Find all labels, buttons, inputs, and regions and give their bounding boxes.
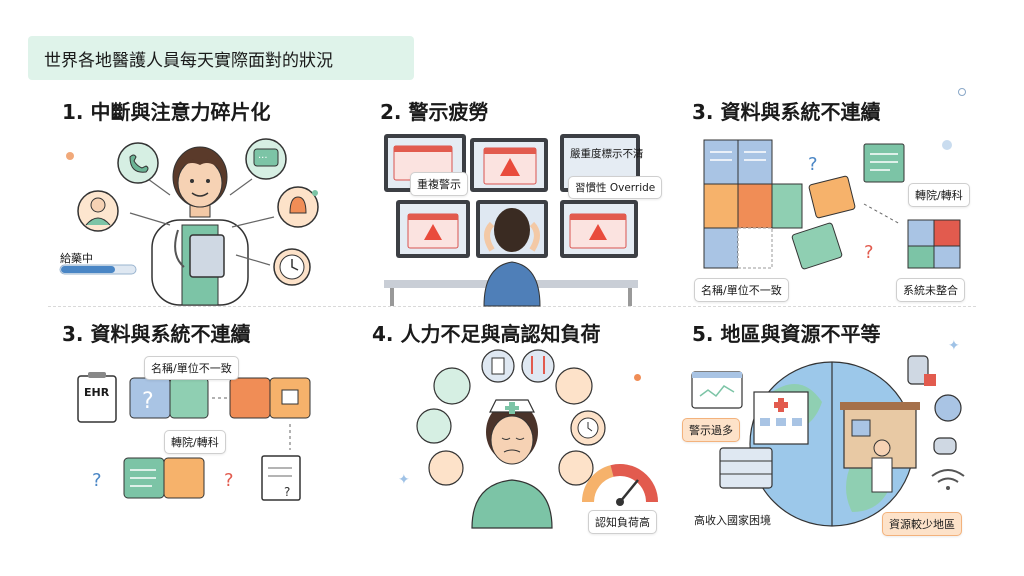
- low-resource-label: 資源較少地區: [882, 512, 962, 536]
- sparkle-icon: ✦: [948, 338, 960, 354]
- high-income-label: 高收入國家困境: [694, 514, 771, 527]
- not-integrated-label: 系統未整合: [896, 278, 965, 302]
- panel-4-illustration: [416, 349, 658, 529]
- name-unit-label-top: 名稱/單位不一致: [694, 278, 789, 302]
- decor-dot: [312, 190, 318, 196]
- decor-dot: [66, 152, 74, 160]
- panel-3b-title: 3. 資料與系統不連續: [62, 322, 251, 346]
- panel-4-title: 4. 人力不足與高認知負荷: [372, 322, 601, 346]
- panel-1-illustration: ···: [59, 138, 319, 306]
- svg-text:?: ?: [808, 154, 818, 175]
- decor-dot: [942, 140, 952, 150]
- svg-text:?: ?: [142, 389, 154, 414]
- page-title: 世界各地醫護人員每天實際面對的狀況: [28, 36, 414, 80]
- svg-text:?: ?: [224, 470, 234, 491]
- name-unit-label-bottom: 名稱/單位不一致: [144, 356, 239, 380]
- transfer-label-top: 轉院/轉科: [908, 183, 970, 207]
- alert-severity-label: 嚴重度標示不清: [570, 148, 644, 160]
- ehr-label: EHR: [84, 386, 110, 399]
- decor-dot: [634, 374, 641, 381]
- alert-duplicate-label: 重複警示: [410, 172, 468, 196]
- svg-text:?: ?: [284, 485, 290, 499]
- svg-text:···: ···: [258, 153, 268, 164]
- svg-text:?: ?: [864, 242, 874, 263]
- progress-label: 給藥中: [60, 252, 93, 265]
- panel-5-title: 5. 地區與資源不平等: [692, 322, 881, 346]
- alert-override-label: 習慣性 Override: [568, 176, 663, 199]
- too-many-alerts-label: 警示過多: [682, 418, 740, 442]
- panel-3b-illustration: ? ? ? ?: [77, 372, 311, 501]
- panel-2-illustration: [384, 134, 640, 307]
- panel-1-title: 1. 中斷與注意力碎片化: [62, 100, 271, 124]
- panel-3-illustration: ? ?: [703, 139, 961, 270]
- decor-ring: [958, 88, 966, 96]
- cognitive-load-label: 認知負荷高: [588, 510, 657, 534]
- panel-2-title: 2. 警示疲勞: [380, 100, 489, 124]
- svg-text:?: ?: [92, 470, 102, 491]
- transfer-label-bottom: 轉院/轉科: [164, 430, 226, 454]
- panel-3-title: 3. 資料與系統不連續: [692, 100, 881, 124]
- panel-5-illustration: [691, 355, 965, 527]
- sparkle-icon: ✦: [398, 472, 410, 488]
